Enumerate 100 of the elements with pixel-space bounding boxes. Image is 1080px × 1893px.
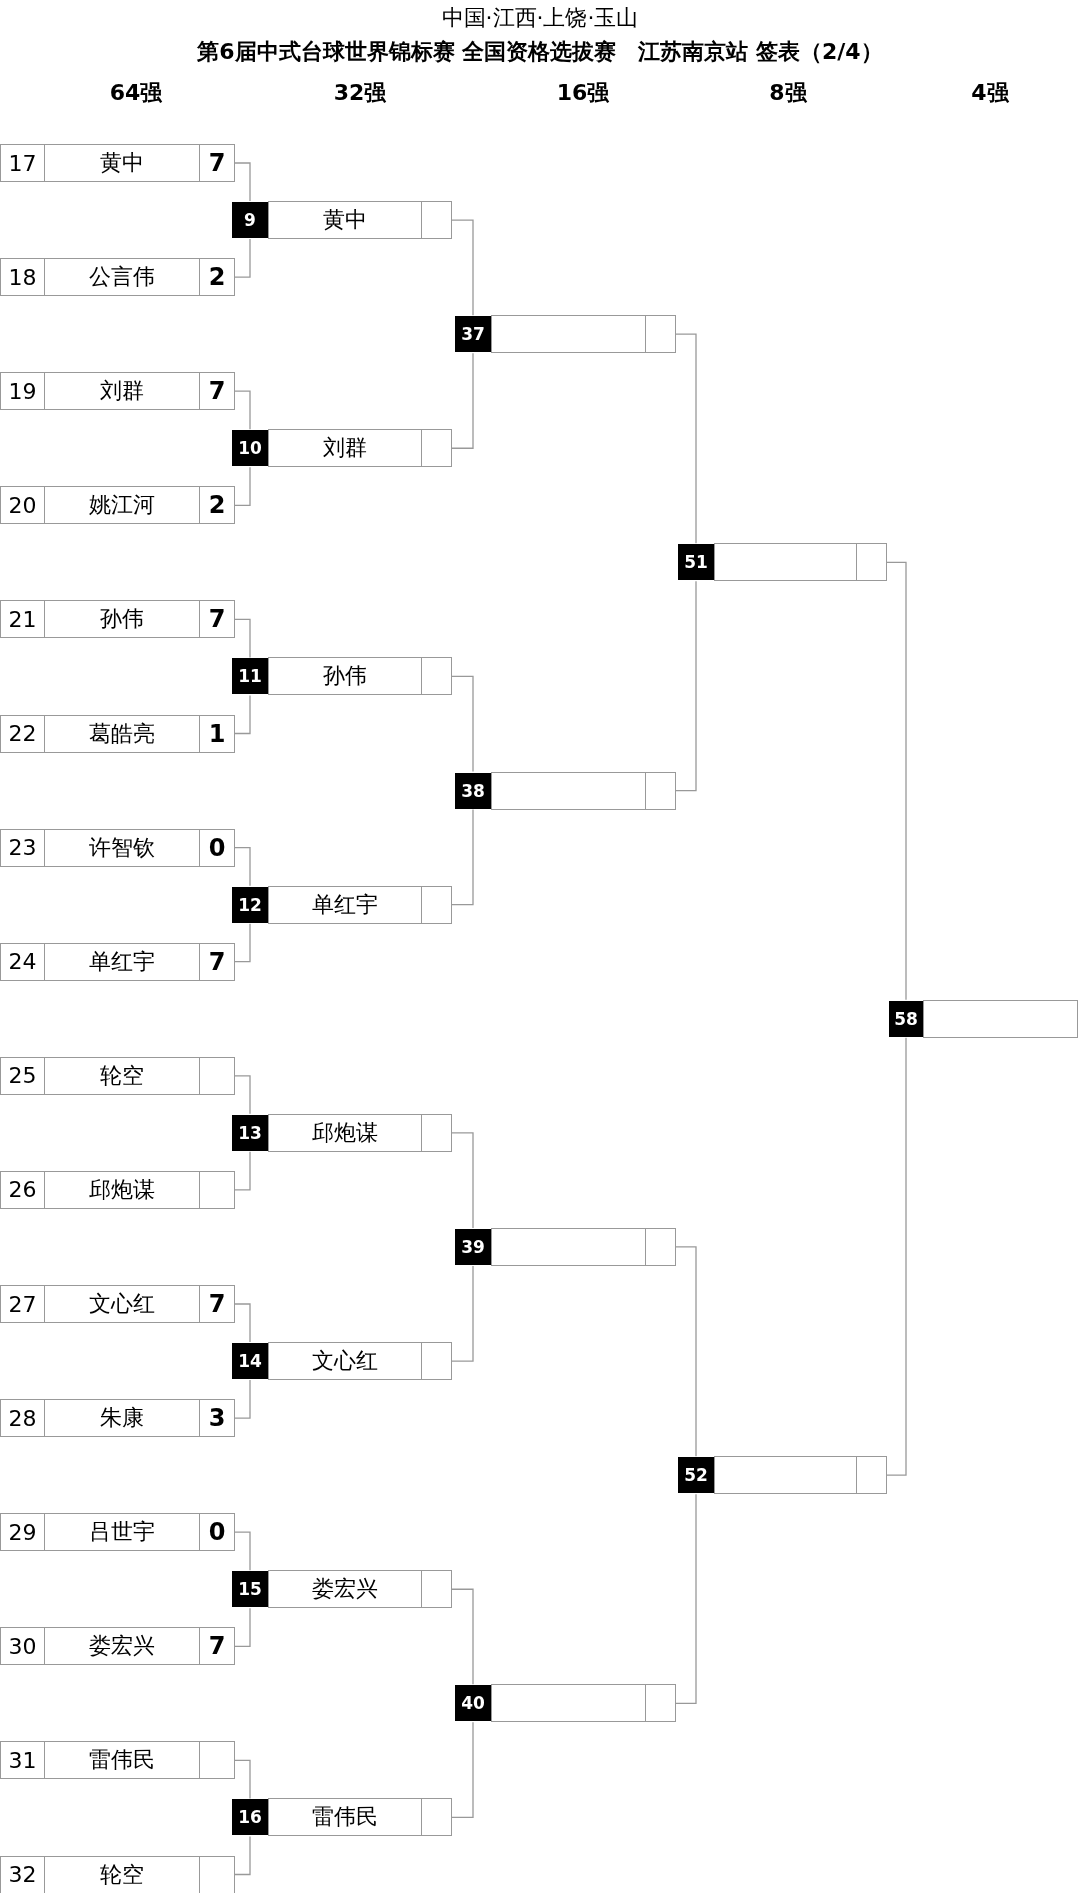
bracket-slot [232, 1113, 452, 1152]
score: 2 [199, 486, 235, 525]
bracket-line [451, 808, 474, 906]
match-number-badge: 9 [232, 202, 268, 239]
score: 3 [199, 1399, 235, 1438]
bracket-slot [0, 144, 235, 182]
match-number-badge: 14 [232, 1343, 268, 1380]
bracket-line [234, 1303, 251, 1343]
bracket-slot [0, 1513, 235, 1552]
seed-number: 20 [0, 486, 45, 525]
bracket-line [234, 618, 251, 659]
bracket-line [451, 1588, 474, 1685]
bracket-line [234, 162, 251, 202]
bracket-line [234, 1607, 251, 1647]
match-number-badge: 40 [455, 1685, 491, 1722]
seed-number: 24 [0, 942, 45, 981]
seed-number: 30 [0, 1627, 45, 1666]
bracket-slot [232, 1570, 452, 1609]
bracket-line [234, 846, 251, 887]
player-name: 轮空 [44, 1056, 200, 1095]
bracket-slot [889, 999, 1078, 1038]
score: 7 [199, 942, 235, 981]
bracket-line [451, 1132, 474, 1229]
bracket-line [451, 675, 474, 773]
player-name: 朱康 [44, 1399, 200, 1438]
title: 第6届中式台球世界锦标赛 全国资格选拔赛 江苏南京站 签表（2/4） [197, 38, 883, 66]
seed-number: 28 [0, 1399, 45, 1438]
bracket-slot [0, 1399, 235, 1438]
round-heading: 16强 [556, 79, 610, 107]
seed-number: 18 [0, 258, 45, 297]
bracket-slot [455, 315, 676, 354]
match-number-badge: 37 [455, 316, 491, 353]
bracket-slot [0, 1627, 235, 1666]
player-name: 黄中 [268, 201, 422, 240]
seed-number: 26 [0, 1170, 45, 1209]
bracket-slot [0, 942, 235, 981]
bracket-line [451, 1265, 474, 1362]
score: 0 [199, 828, 235, 867]
bracket-slot [232, 429, 452, 468]
match-number-badge: 52 [678, 1457, 714, 1494]
score: 2 [199, 258, 235, 297]
bracket-line [234, 1759, 251, 1800]
bracket-slot [0, 714, 235, 753]
bracket-slot [232, 657, 452, 696]
player-name: 娄宏兴 [44, 1627, 200, 1666]
player-name: 单红宇 [44, 942, 200, 981]
round-heading: 8强 [769, 79, 807, 107]
score: 7 [199, 372, 235, 411]
player-name: 孙伟 [44, 600, 200, 639]
bracket-slot [455, 1227, 676, 1266]
round-heading: 64强 [109, 79, 163, 107]
bracket-slot [232, 885, 452, 924]
bracket-line [234, 1531, 251, 1571]
player-name: 葛皓亮 [44, 714, 200, 753]
seed-number: 23 [0, 828, 45, 867]
score: 7 [199, 1285, 235, 1323]
seed-number: 29 [0, 1513, 45, 1552]
match-number-badge: 10 [232, 430, 268, 467]
match-number-badge: 12 [232, 886, 268, 923]
score: 7 [199, 600, 235, 639]
score: 0 [199, 1513, 235, 1552]
subtitle: 中国·江西·上饶·玉山 [441, 4, 639, 32]
bracket-slot [0, 1285, 235, 1323]
bracket-slot [232, 1798, 452, 1837]
seed-number: 31 [0, 1741, 45, 1780]
bracket-slot [232, 1342, 452, 1381]
bracket-slot [0, 486, 235, 525]
bracket-line [234, 1151, 251, 1191]
seed-number: 19 [0, 372, 45, 411]
bracket-slot [0, 600, 235, 639]
bracket-line [234, 923, 251, 963]
round-heading: 4强 [971, 79, 1009, 107]
player-name: 邱炮谋 [268, 1113, 422, 1152]
bracket-line [886, 561, 907, 1001]
bracket-line [234, 238, 251, 278]
match-number-badge: 13 [232, 1114, 268, 1151]
bracket-slot [678, 1456, 887, 1495]
bracket-slot [678, 543, 887, 582]
bracket-line [234, 390, 251, 430]
bracket-line [451, 352, 474, 449]
player-name: 吕世宇 [44, 1513, 200, 1552]
match-number-badge: 58 [889, 1000, 923, 1037]
bracket-slot [455, 1684, 676, 1723]
bracket-slot [0, 372, 235, 411]
player-name: 刘群 [44, 372, 200, 411]
bracket-slot [0, 1855, 235, 1893]
player-name: 单红宇 [268, 885, 422, 924]
score: 7 [199, 144, 235, 182]
bracket-line [234, 694, 251, 735]
seed-number: 32 [0, 1855, 45, 1893]
match-number-badge: 15 [232, 1571, 268, 1608]
bracket-line [234, 466, 251, 506]
player-name: 公言伟 [44, 258, 200, 297]
score: 7 [199, 1627, 235, 1666]
bracket-line [451, 1721, 474, 1819]
bracket-line [675, 1246, 697, 1457]
seed-number: 25 [0, 1056, 45, 1095]
bracket-line [234, 1075, 251, 1115]
bracket-line [234, 1379, 251, 1419]
bracket-slot [0, 828, 235, 867]
